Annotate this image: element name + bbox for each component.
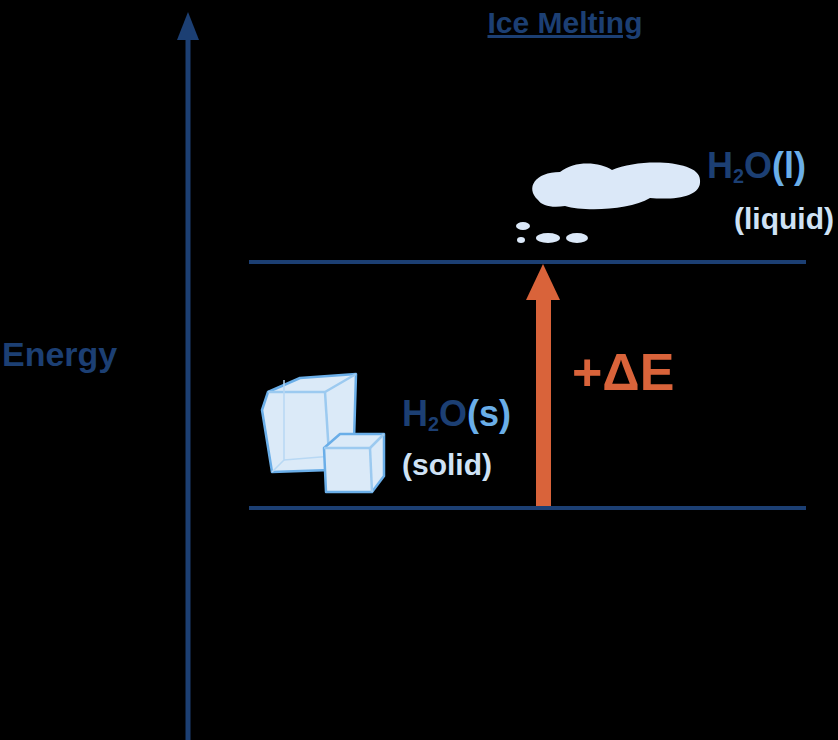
energy-axis [186,40,191,740]
liquid-level-line [249,260,806,264]
ice-cubes [262,374,384,492]
delta-e-arrowhead [526,264,560,300]
solid-level-line [249,506,806,510]
diagram-title: Ice Melting [487,6,642,39]
axis-label: Energy [2,336,117,373]
solid-formula: H2O(s) [402,394,511,436]
water-puddle [516,163,700,243]
delta-e-arrow-shaft [536,296,551,506]
solid-state: (solid) [402,448,492,481]
liquid-formula: H2O(l) [707,146,806,188]
axis-arrowhead [177,12,199,40]
energy-change: +ΔE [572,344,674,401]
liquid-state: (liquid) [734,202,834,235]
